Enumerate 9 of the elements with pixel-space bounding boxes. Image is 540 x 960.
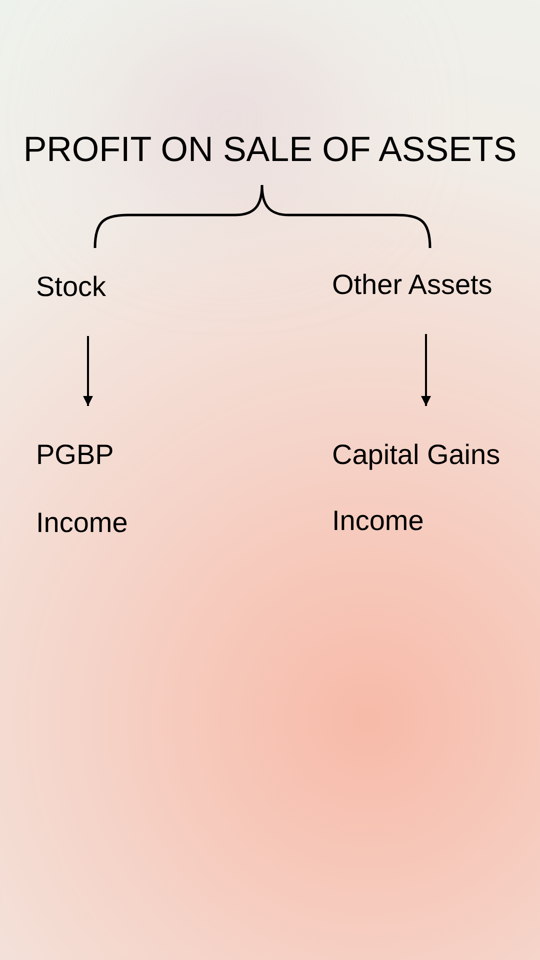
title: PROFIT ON SALE OF ASSETS <box>22 129 518 171</box>
node-label: PGBP <box>36 438 115 472</box>
node-label: Income <box>36 506 129 540</box>
node-label: Other Assets <box>332 268 494 302</box>
node-label: Capital Gains <box>332 438 502 472</box>
node-label: Income <box>332 504 425 538</box>
arrow <box>421 334 431 406</box>
node-label: Stock <box>36 270 108 304</box>
arrow <box>83 336 93 406</box>
